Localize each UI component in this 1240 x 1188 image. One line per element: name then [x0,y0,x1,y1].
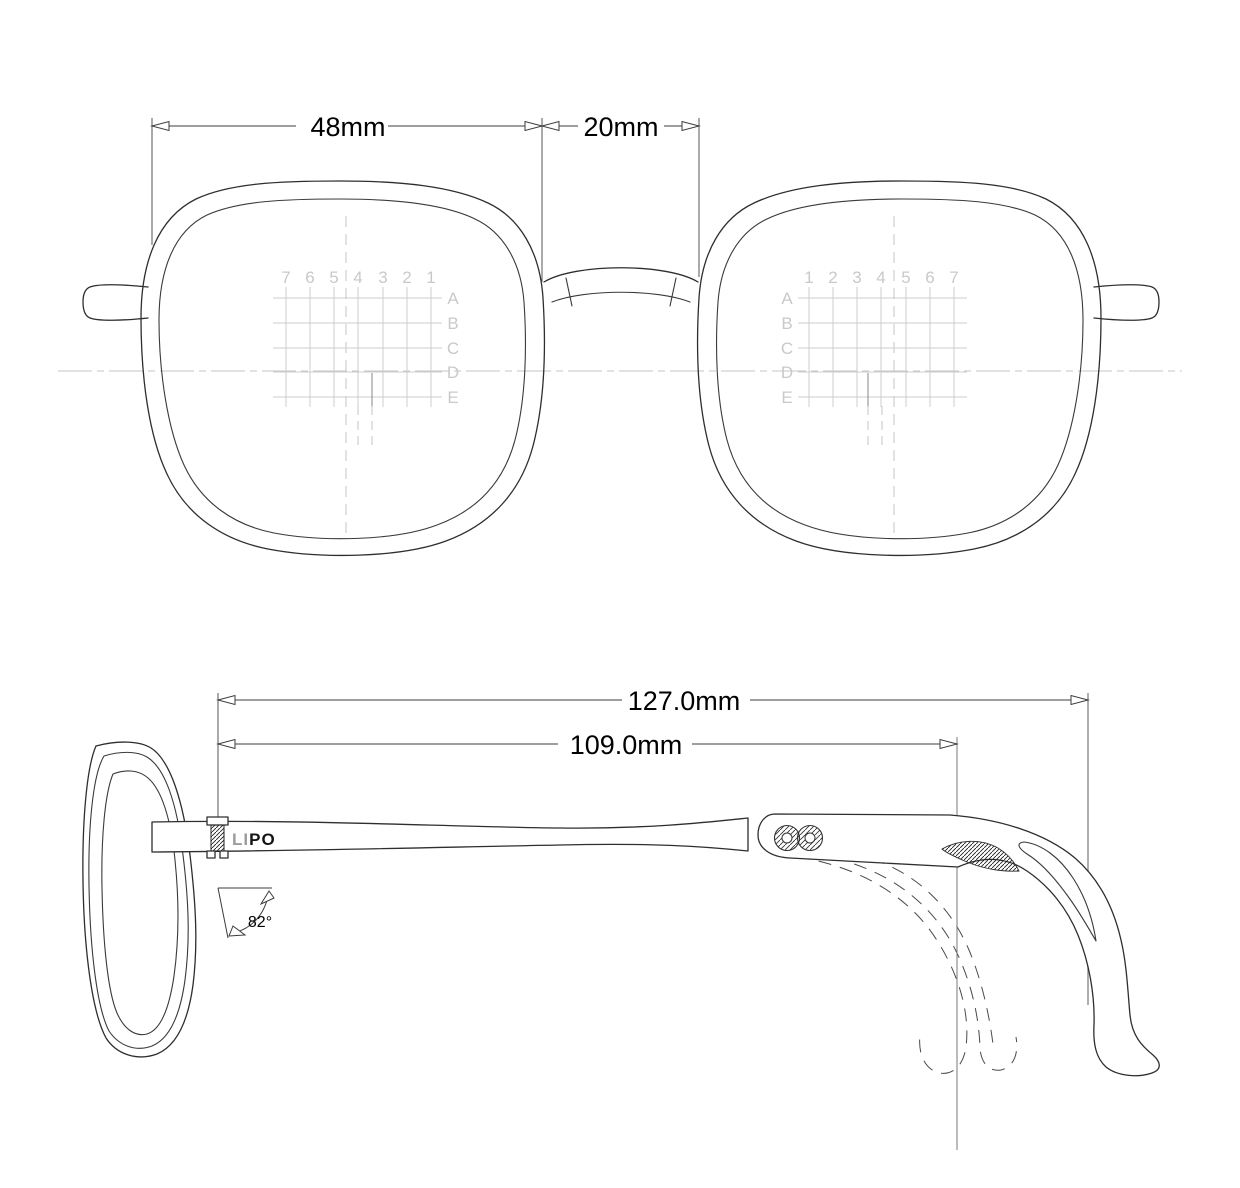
grid-col-label: 2 [828,268,837,287]
grid-col-label: 6 [305,268,314,287]
temple-length-label: 109.0mm [570,730,683,760]
arrow-left-icon [540,120,560,132]
left-endpiece [82,284,149,321]
right-lens-inner-rim [716,198,1084,540]
hook-slot-cutout [1018,841,1097,942]
pantoscopic-angle-label: 82° [248,914,272,931]
bridge [543,267,699,307]
arrow-left-icon [150,120,170,132]
arrow-icon [228,925,247,937]
grid-row-label: E [781,388,792,407]
grid-col-label: 4 [876,268,885,287]
lens-width-label: 48mm [310,112,385,142]
grid-row-label: B [781,314,792,333]
overall-length-label: 127.0mm [628,686,741,716]
dimension-lens-width: 48mm [150,112,544,282]
grid-col-label: 3 [852,268,861,287]
fitting-dashed-marks [867,406,883,447]
dimension-temple-length: 109.0mm [216,730,959,760]
grid-row-label: E [447,388,458,407]
left-lens-inner-rim [158,198,526,540]
brand-logo-black-part: PO [249,830,276,849]
right-lens-outer-rim [696,180,1102,557]
grid-col-label: 5 [329,268,338,287]
grid-col-label: 3 [378,268,387,287]
bridge-width-label: 20mm [583,112,658,142]
temple-paddle-and-hook [757,813,1160,1077]
grid-col-label: 7 [949,268,958,287]
grid-col-label: 4 [353,268,362,287]
hinge-screw-icon [206,816,229,859]
fitting-dashed-marks [357,406,373,447]
grid-row-label: A [447,289,459,308]
temple-arm [151,817,749,853]
grid-col-label: 1 [426,268,435,287]
dimension-overall-length: 127.0mm [216,686,1090,716]
pantoscopic-angle-annotation: 82° [217,887,275,939]
grid-row-label: C [781,339,793,358]
brand-logo-gray-part: LI [232,830,249,849]
grid-row-label: B [447,314,458,333]
grid-row-label: D [447,363,459,382]
arrow-right-icon [524,120,544,132]
grid-col-label: 7 [281,268,290,287]
hook-hatched-wedge [941,840,1020,872]
arrow-icon [259,890,275,906]
arrow-left-icon [216,694,236,706]
lens-grid-right: 1 2 3 4 5 6 7 A B C D E [781,216,967,540]
front-view: 7 6 5 4 3 2 1 A B C D E 1 2 3 4 5 6 7 [58,112,1182,557]
grid-col-label: 2 [402,268,411,287]
grid-row-label: D [781,363,793,382]
arrow-right-icon [681,120,701,132]
frame-front-profile [82,741,197,1058]
left-lens-outer-rim [140,180,546,557]
grid-row-label: A [781,289,793,308]
arrow-left-icon [216,738,236,750]
side-view: LIPO 127.0mm 109.0mm [82,686,1160,1150]
arrow-right-icon [1070,694,1090,706]
grid-col-label: 6 [925,268,934,287]
brand-logo: LIPO [232,830,276,849]
right-endpiece [1093,284,1160,321]
arrow-right-icon [939,738,959,750]
infinity-circles-logo-icon [773,824,824,852]
grid-row-label: C [447,339,459,358]
grid-col-label: 5 [901,268,910,287]
dimension-bridge-width: 20mm [540,112,701,277]
grid-col-label: 1 [804,268,813,287]
temple-tip-ghost-position [796,856,1018,1074]
lens-grid-left: 7 6 5 4 3 2 1 A B C D E [273,216,459,540]
